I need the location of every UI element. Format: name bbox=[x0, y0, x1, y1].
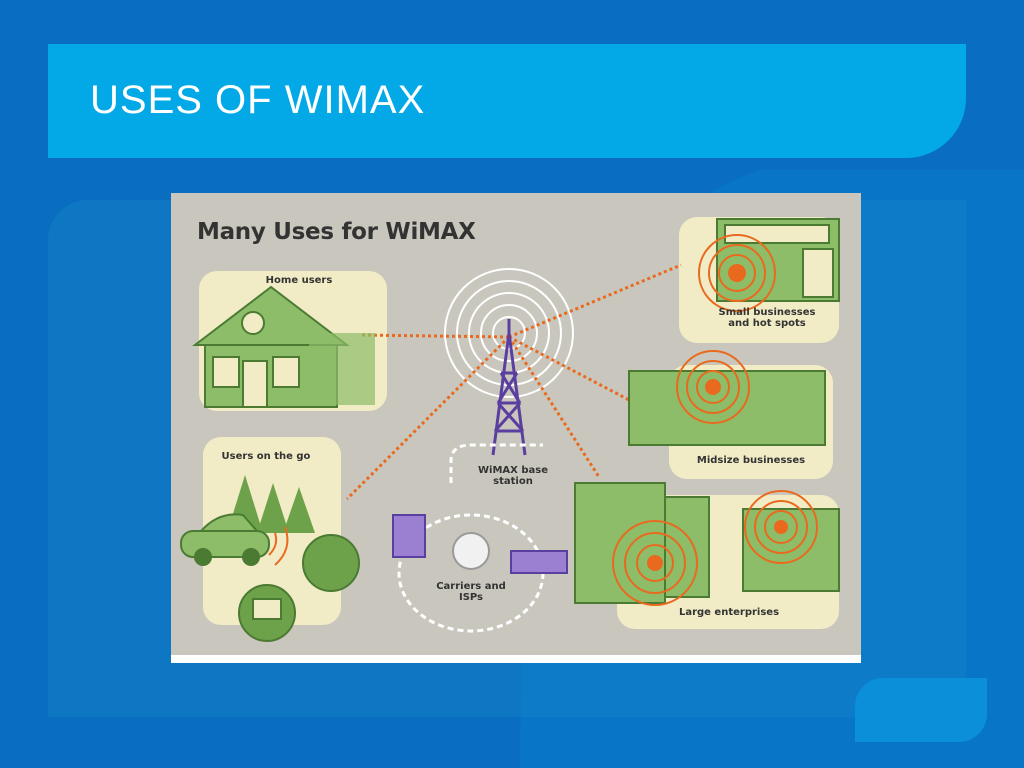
server-icon bbox=[392, 514, 426, 558]
large-enterprises-label: Large enterprises bbox=[678, 607, 780, 618]
signal-links bbox=[345, 263, 682, 501]
storefront-icon bbox=[716, 218, 840, 302]
car-icon bbox=[180, 513, 270, 566]
slide-title: USES OF WIMAX bbox=[90, 78, 426, 122]
router-icon bbox=[510, 550, 568, 574]
home-users-label: Home users bbox=[265, 275, 333, 286]
carriers-isps-label: Carriers and ISPs bbox=[436, 581, 506, 603]
globe-icon bbox=[452, 532, 490, 570]
large-signal-rings bbox=[612, 490, 818, 606]
house-icon bbox=[192, 285, 375, 408]
diagram-art bbox=[180, 217, 840, 642]
figure-bottom-strip bbox=[171, 655, 861, 663]
wimax-diagram: Many Uses for WiMAX Home users Users on … bbox=[171, 193, 861, 663]
enterprise-building-icon bbox=[574, 482, 840, 604]
users-on-the-go-label: Users on the go bbox=[221, 451, 311, 462]
pda-icon bbox=[302, 534, 360, 592]
diagram-title: Many Uses for WiMAX bbox=[197, 219, 476, 245]
base-station-label: WiMAX base station bbox=[478, 465, 548, 487]
corner-decoration bbox=[855, 678, 987, 742]
wimax-tower bbox=[491, 319, 527, 456]
go-signal-rings bbox=[268, 526, 289, 566]
small-signal-rings bbox=[698, 234, 776, 312]
title-bar bbox=[48, 44, 966, 158]
midsize-signal-rings bbox=[676, 350, 750, 424]
midsize-business-label: Midsize businesses bbox=[696, 455, 806, 466]
small-business-label: Small businesses and hot spots bbox=[718, 307, 816, 329]
